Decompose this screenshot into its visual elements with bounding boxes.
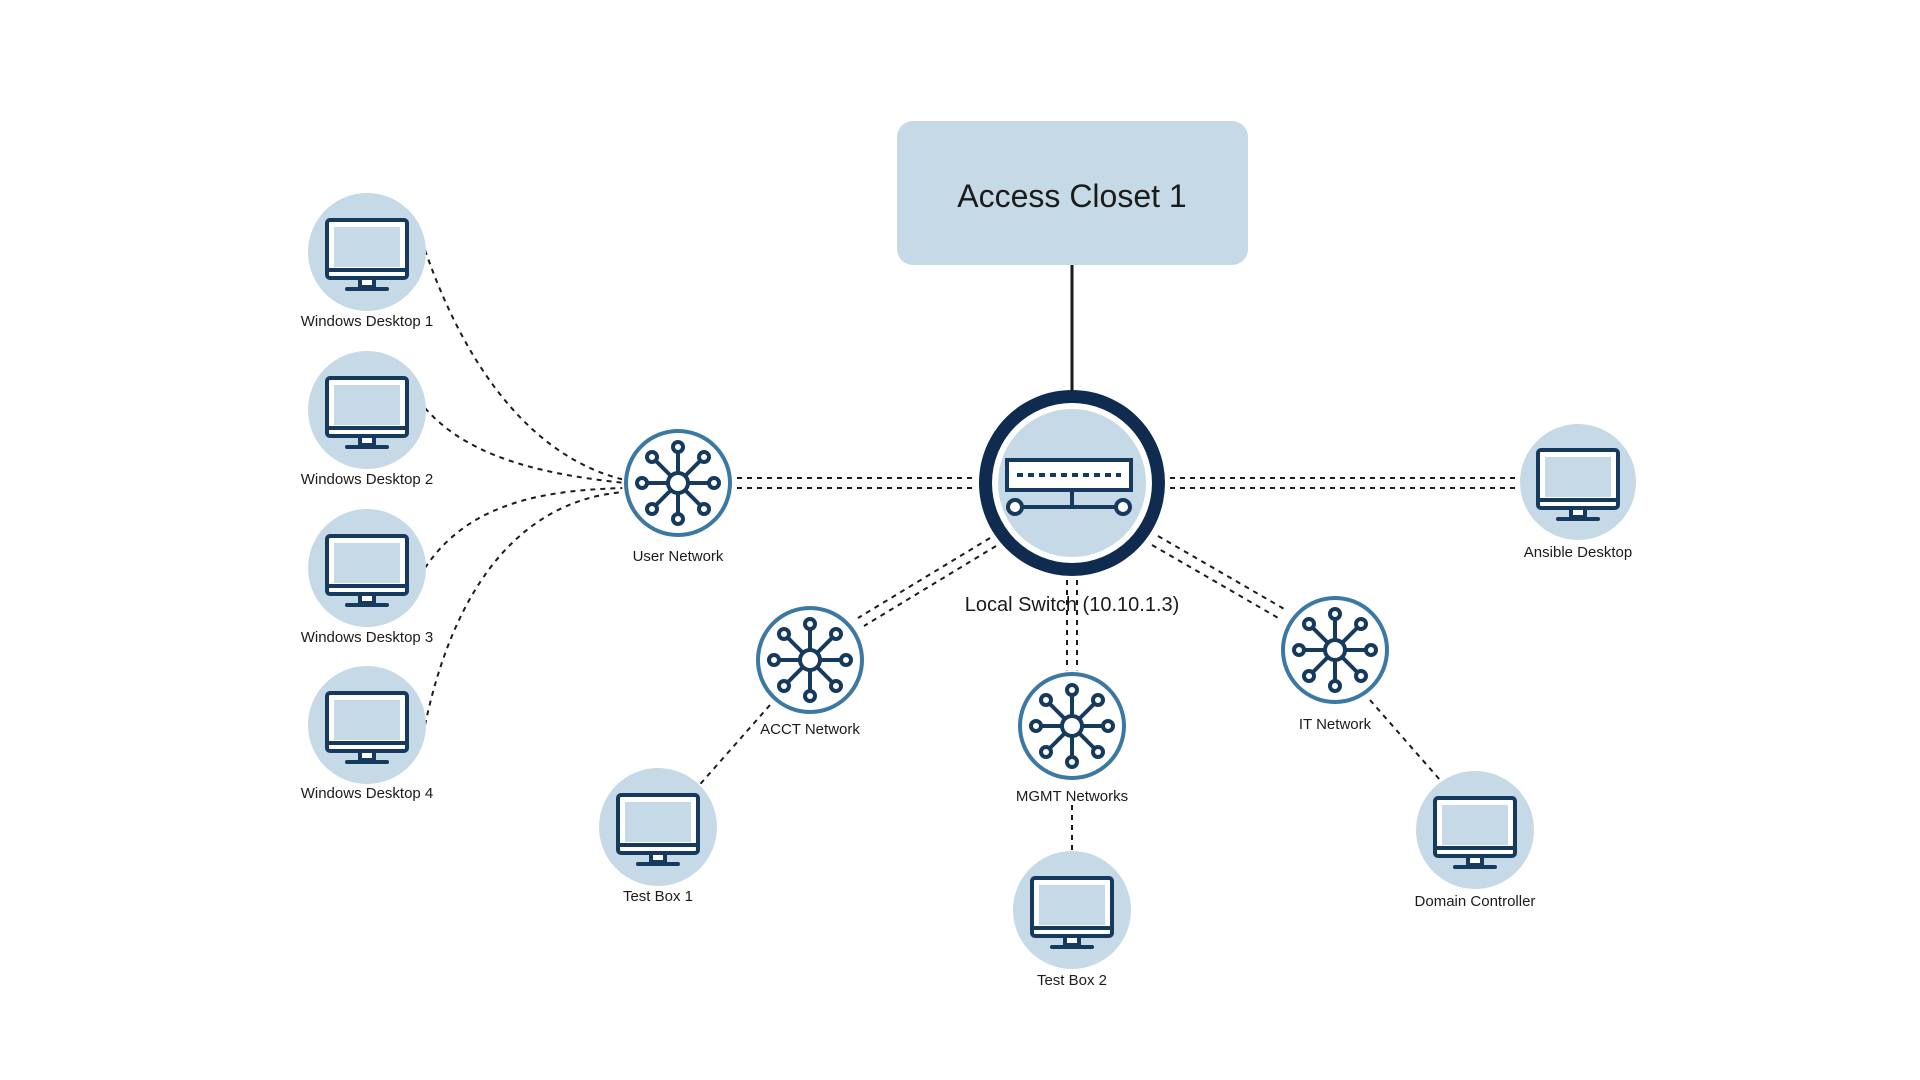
host-label: Domain Controller	[1415, 893, 1536, 910]
desktop-monitor-icon	[616, 793, 700, 866]
link-switch-it-network	[1157, 535, 1287, 611]
access-closet-node[interactable]: Access Closet 1	[897, 121, 1248, 265]
host-windows-desktop-4[interactable]: Windows Desktop 4	[301, 666, 434, 802]
host-label: Test Box 1	[623, 888, 693, 905]
link-user-win4	[424, 491, 626, 726]
local-switch-node[interactable]: Local Switch (10.10.1.3)	[965, 390, 1180, 616]
desktop-monitor-icon	[325, 534, 409, 607]
link-acct-test1	[694, 704, 771, 791]
host-label: Windows Desktop 3	[301, 629, 434, 646]
user-network-node[interactable]: User Network	[620, 425, 736, 565]
acct-network-node[interactable]: ACCT Network	[752, 602, 868, 738]
link-user-win1	[424, 249, 626, 481]
link-user-win3	[424, 487, 626, 569]
host-windows-desktop-2[interactable]: Windows Desktop 2	[301, 351, 434, 488]
mgmt-network-node[interactable]: MGMT Networks	[1014, 668, 1130, 805]
host-label: Windows Desktop 4	[301, 785, 434, 802]
host-label: Test Box 2	[1037, 972, 1107, 989]
host-test-box-1[interactable]: Test Box 1	[599, 768, 717, 905]
user-network-label: User Network	[633, 548, 724, 565]
it-network-label: IT Network	[1299, 716, 1372, 733]
desktop-monitor-icon	[325, 691, 409, 764]
link-it-dc	[1369, 699, 1441, 781]
connections	[424, 249, 1520, 855]
host-windows-desktop-1[interactable]: Windows Desktop 1	[301, 193, 434, 330]
access-closet-label: Access Closet 1	[957, 178, 1186, 214]
link-user-win2	[424, 407, 626, 484]
desktop-monitor-icon	[325, 376, 409, 449]
host-label: Ansible Desktop	[1524, 544, 1632, 561]
acct-network-label: ACCT Network	[760, 721, 860, 738]
host-label: Windows Desktop 2	[301, 471, 434, 488]
network-switch-icon	[1005, 458, 1133, 516]
mgmt-network-label: MGMT Networks	[1016, 788, 1128, 805]
it-network-node[interactable]: IT Network	[1277, 592, 1393, 733]
desktop-monitor-icon	[1433, 796, 1517, 869]
network-hub-icon	[620, 425, 736, 541]
desktop-monitor-icon	[1030, 876, 1114, 949]
network-hub-icon	[1014, 668, 1130, 784]
link-switch-it-network-2	[1151, 544, 1281, 620]
host-domain-controller[interactable]: Domain Controller	[1415, 771, 1536, 910]
desktop-monitor-icon	[325, 218, 409, 291]
network-hub-icon	[752, 602, 868, 718]
network-hub-icon	[1277, 592, 1393, 708]
desktop-monitor-icon	[1536, 448, 1620, 521]
host-ansible-desktop[interactable]: Ansible Desktop	[1520, 424, 1636, 561]
host-windows-desktop-3[interactable]: Windows Desktop 3	[301, 509, 434, 646]
host-label: Windows Desktop 1	[301, 313, 434, 330]
access-closet-box	[897, 121, 1248, 265]
host-test-box-2[interactable]: Test Box 2	[1013, 851, 1131, 989]
local-switch-label: Local Switch (10.10.1.3)	[965, 594, 1180, 616]
